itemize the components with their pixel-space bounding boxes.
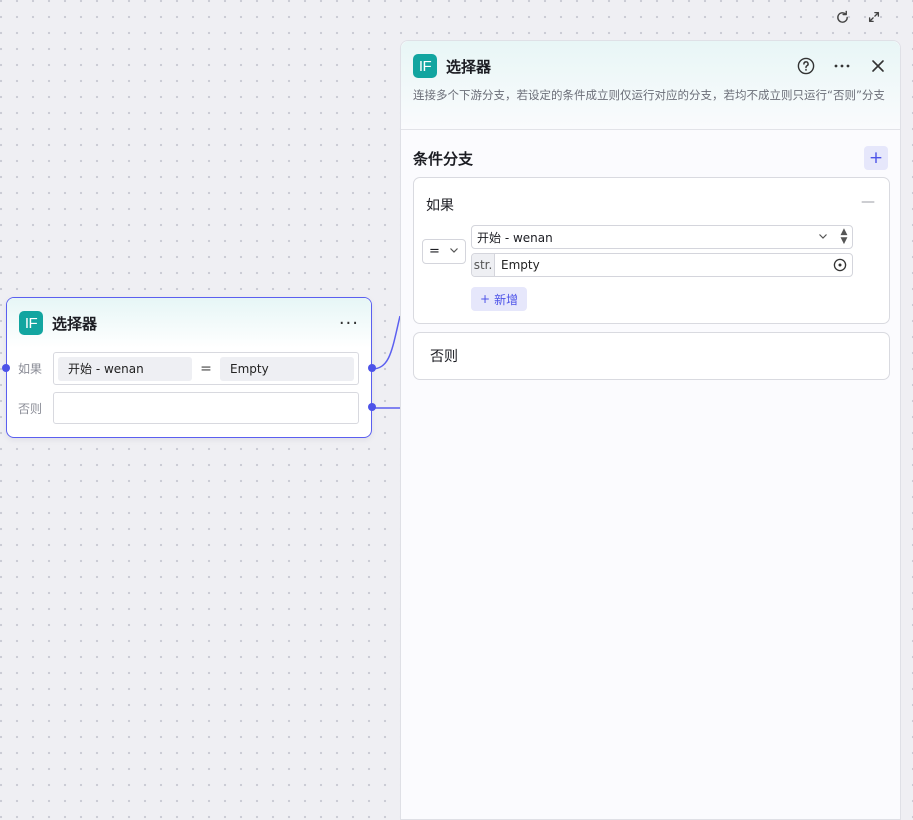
- chevron-down-icon: [449, 244, 459, 259]
- panel-header: IF 选择器 连接多个下游分支，若设定的条件成立则仅运行对应的分支，若均不成立则…: [401, 41, 900, 130]
- node-else-row: 否则: [7, 392, 371, 424]
- input-port[interactable]: [2, 364, 10, 372]
- section-header: 条件分支 +: [401, 146, 900, 170]
- value-input[interactable]: str. Empty: [471, 253, 853, 277]
- more-icon[interactable]: ···: [338, 312, 359, 334]
- branch-title: 如果: [426, 198, 454, 214]
- value-text: Empty: [501, 258, 540, 272]
- value-type-tag: str.: [472, 254, 495, 276]
- condition-box[interactable]: 开始 - wenan = Empty: [53, 352, 359, 385]
- selector-node[interactable]: IF 选择器 ··· 如果 开始 - wenan = Empty 否则: [2, 297, 376, 438]
- else-branch-label: 否则: [430, 349, 458, 365]
- else-branch-card[interactable]: 否则: [413, 332, 890, 380]
- condition-left: 开始 - wenan: [58, 356, 192, 381]
- if-branch-card: 如果 — = 开始 - wenan ▲▼ str. Empty + 新增: [413, 177, 890, 324]
- chevron-down-icon: [818, 230, 828, 244]
- if-icon: IF: [19, 311, 43, 335]
- variable-value: 开始 - wenan: [477, 230, 553, 245]
- reference-icon[interactable]: [832, 257, 848, 273]
- condition-right: Empty: [220, 356, 354, 381]
- more-icon[interactable]: [832, 56, 852, 76]
- add-condition-label: 新增: [494, 292, 519, 307]
- node-header: IF 选择器 ···: [7, 298, 371, 348]
- canvas-toolbar: [833, 8, 883, 26]
- help-icon[interactable]: [796, 56, 816, 76]
- if-icon: IF: [413, 54, 437, 78]
- plus-icon: +: [480, 292, 491, 306]
- expand-icon[interactable]: [865, 8, 883, 26]
- else-label: 否则: [17, 401, 42, 416]
- config-panel: IF 选择器 连接多个下游分支，若设定的条件成立则仅运行对应的分支，若均不成立则…: [400, 40, 901, 820]
- add-condition-button[interactable]: + 新增: [471, 287, 528, 311]
- operator-value: =: [429, 244, 440, 259]
- add-branch-button[interactable]: +: [864, 146, 888, 170]
- collapse-icon[interactable]: —: [861, 194, 875, 210]
- stepper-icon[interactable]: ▲▼: [840, 227, 848, 246]
- plus-icon: +: [868, 148, 884, 168]
- connection-wires: [371, 315, 401, 409]
- node-if-row: 如果 开始 - wenan = Empty: [7, 352, 371, 385]
- refresh-icon[interactable]: [833, 8, 851, 26]
- operator-select[interactable]: =: [422, 239, 466, 264]
- if-output-port[interactable]: [368, 364, 376, 372]
- section-title: 条件分支: [413, 149, 474, 168]
- else-box[interactable]: [53, 392, 359, 424]
- panel-title: 选择器: [446, 57, 492, 76]
- node-title: 选择器: [52, 314, 98, 333]
- else-output-port[interactable]: [368, 403, 376, 411]
- variable-select[interactable]: 开始 - wenan ▲▼: [471, 225, 853, 249]
- if-label: 如果: [17, 362, 42, 376]
- panel-description: 连接多个下游分支，若设定的条件成立则仅运行对应的分支，若均不成立则只运行“否则”…: [413, 88, 885, 102]
- condition-operator: =: [200, 360, 212, 377]
- close-icon[interactable]: [868, 56, 888, 76]
